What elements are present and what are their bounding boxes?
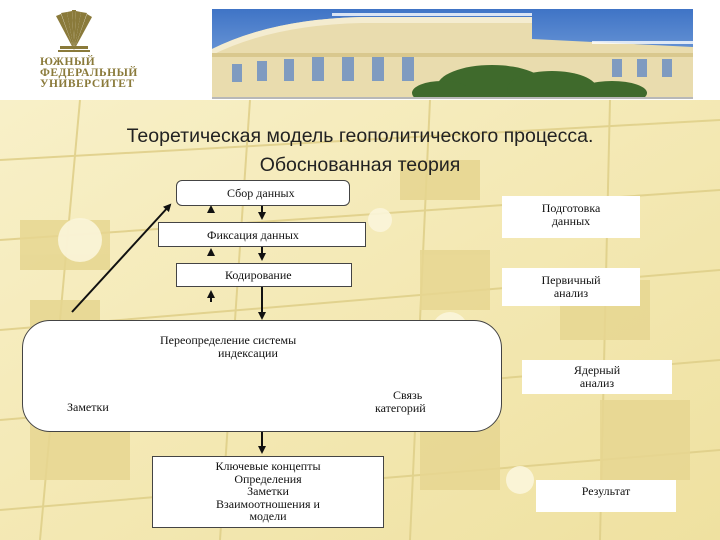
core-link-line-1: Связь [393, 388, 423, 402]
logo-line-3: УНИВЕРСИТЕТ [40, 78, 135, 90]
stage-core-analysis: Ядерный анализ [522, 360, 672, 394]
stage-core-line-1: Ядерный [573, 363, 621, 377]
arrow-feedback-to-collect [71, 203, 172, 313]
core-notes: Заметки [67, 400, 109, 414]
result-line-4: Взаимоотношения и [216, 496, 320, 511]
university-emblem-icon [56, 10, 92, 52]
core-link-line-2: категорий [375, 401, 426, 415]
stage-result: Результат [536, 480, 676, 512]
collect-data-label: Сбор данных [227, 186, 295, 200]
coding-label: Кодирование [225, 268, 292, 282]
logo-line-1: ЮЖНЫЙ [40, 56, 96, 68]
box-core-analysis [22, 320, 502, 432]
stage-result-label: Результат [581, 484, 631, 498]
university-building-photo [212, 9, 693, 97]
stage-primary-line-2: анализ [553, 286, 589, 300]
stage-primary-analysis: Первичный анализ [502, 268, 640, 306]
result-line-2: Определения [234, 471, 302, 486]
header-rule [212, 97, 693, 99]
core-title-line-2: индексации [218, 346, 278, 360]
core-title-line-1: Переопределение системы [160, 333, 297, 347]
stage-core-line-2: анализ [579, 376, 615, 390]
stage-prep-line-1: Подготовка [541, 201, 601, 215]
box-collect-data: Сбор данных [176, 180, 350, 206]
result-line-3: Заметки [247, 484, 289, 498]
university-name: ЮЖНЫЙ ФЕДЕРАЛЬНЫЙ УНИВЕРСИТЕТ [40, 56, 138, 90]
slide-title-line-2: Обоснованная теория [259, 154, 461, 176]
slide-title: Теоретическая модель геополитического пр… [0, 122, 720, 180]
stage-prep-line-2: данных [551, 214, 591, 228]
header: ЮЖНЫЙ ФЕДЕРАЛЬНЫЙ УНИВЕРСИТЕТ [0, 0, 720, 100]
result-line-5: модели [249, 509, 287, 523]
logo-line-2: ФЕДЕРАЛЬНЫЙ [40, 67, 138, 79]
slide-title-line-1: Теоретическая модель геополитического пр… [126, 125, 594, 147]
stage-primary-line-1: Первичный [541, 273, 601, 287]
stage-data-preparation: Подготовка данных [502, 196, 640, 238]
box-results [152, 456, 384, 528]
result-line-1: Ключевые концепты [215, 459, 321, 473]
box-coding: Кодирование [176, 263, 352, 287]
box-fix-data: Фиксация данных [158, 222, 366, 247]
fix-data-label: Фиксация данных [207, 228, 299, 242]
results-list: Ключевые концепты Определения Заметки Вз… [152, 460, 384, 523]
